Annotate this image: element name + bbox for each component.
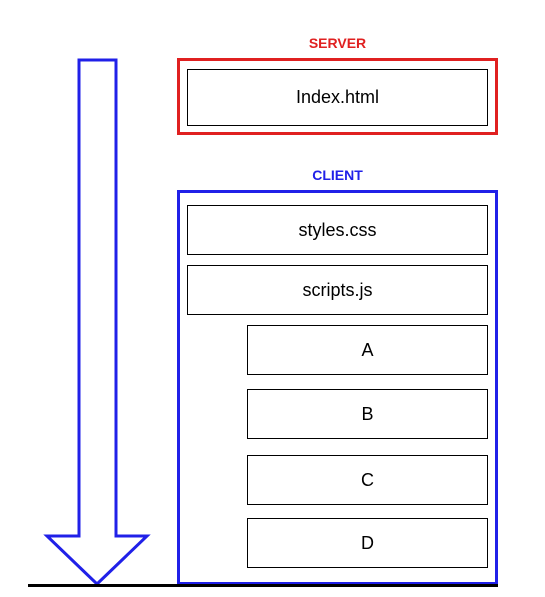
sub-item-d-box: D [247,518,488,568]
styles-css-box: styles.css [187,205,488,255]
client-group [177,190,498,585]
index-html-box: Index.html [187,69,488,126]
baseline-divider [28,584,498,587]
sub-item-a-box: A [247,325,488,375]
server-label: SERVER [308,35,367,51]
scripts-js-box: scripts.js [187,265,488,315]
sub-item-c-box: C [247,455,488,505]
client-label: CLIENT [312,167,363,183]
server-group [177,58,498,135]
sub-item-b-box: B [247,389,488,439]
